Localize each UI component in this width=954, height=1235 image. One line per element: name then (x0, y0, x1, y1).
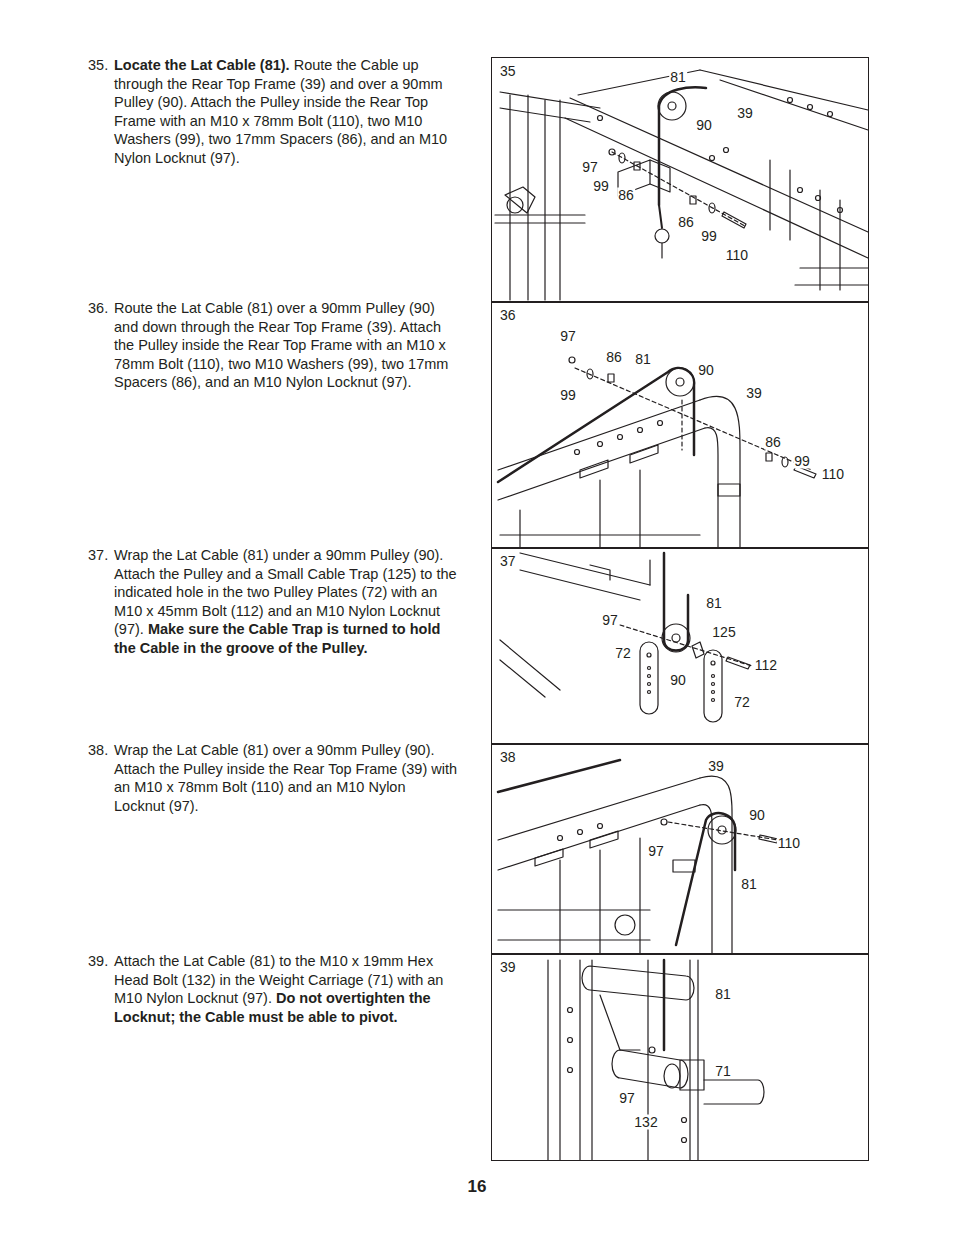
step-panel: 36 (491, 301, 869, 549)
step-panel: 38 (491, 743, 869, 955)
step-35-art (495, 70, 868, 300)
instruction-sentence: Wrap the Lat Cable (81) over a 90mm Pull… (114, 742, 457, 814)
callout-number: 99 (793, 454, 811, 469)
step-37-art (500, 553, 752, 722)
instruction-sentence: Route the Cable up through the Rear Top … (114, 57, 447, 166)
step-label: 35. (88, 56, 108, 75)
step-number: 36 (500, 307, 516, 323)
step-38-art (498, 760, 778, 953)
instruction-text: Wrap the Lat Cable (81) over a 90mm Pull… (114, 741, 460, 815)
callout-number: 71 (714, 1064, 732, 1079)
callout-number: 39 (736, 106, 754, 121)
callout-number: 81 (714, 987, 732, 1002)
callout-number: 110 (777, 836, 801, 851)
instruction-text: Wrap the Lat Cable (81) under a 90mm Pul… (114, 546, 460, 657)
callout-number: 72 (733, 695, 751, 710)
callout-number: 81 (705, 596, 723, 611)
step-39-art (548, 960, 764, 1160)
callout-number: 39 (745, 386, 763, 401)
step-panel: 35 (491, 57, 869, 303)
callout-number: 97 (601, 613, 619, 628)
step-label: 36. (88, 299, 108, 318)
step-panel: 37 (491, 547, 869, 745)
callout-number: 81 (634, 352, 652, 367)
callout-number: 90 (669, 673, 687, 688)
callout-number: 39 (707, 759, 725, 774)
callout-number: 132 (633, 1115, 658, 1130)
callout-number: 86 (605, 350, 623, 365)
instruction-sentence: Route the Lat Cable (81) over a 90mm Pul… (114, 300, 448, 390)
callout-number: 112 (754, 658, 778, 673)
callout-number: 72 (614, 646, 632, 661)
instruction-text: Locate the Lat Cable (81).Route the Cabl… (114, 56, 460, 167)
callout-number: 97 (647, 844, 665, 859)
callout-number: 110 (821, 467, 845, 482)
step-panel: 39 (491, 953, 869, 1161)
step-number: 39 (500, 959, 516, 975)
callout-number: 125 (711, 625, 736, 640)
step-number: 38 (500, 749, 516, 765)
callout-number: 90 (748, 808, 766, 823)
callout-number: 81 (669, 70, 687, 85)
callout-number: 97 (581, 160, 599, 175)
step-36-art (498, 357, 816, 547)
callout-number: 99 (592, 179, 610, 194)
callout-number: 90 (695, 118, 713, 133)
callout-number: 99 (700, 229, 718, 244)
callout-number: 97 (559, 329, 577, 344)
callout-number: 90 (697, 363, 715, 378)
callout-number: 99 (559, 388, 577, 403)
callout-number: 110 (725, 248, 749, 263)
bold-instruction: Make sure the Cable Trap is turned to ho… (114, 621, 440, 656)
bold-instruction: Locate the Lat Cable (81). (114, 57, 290, 73)
instruction-text: Attach the Lat Cable (81) to the M10 x 1… (114, 952, 460, 1026)
callout-number: 81 (740, 877, 758, 892)
step-number: 35 (500, 63, 516, 79)
callout-number: 86 (617, 188, 635, 203)
callout-number: 97 (618, 1091, 636, 1106)
instruction-text: Route the Lat Cable (81) over a 90mm Pul… (114, 299, 460, 392)
step-label: 39. (88, 952, 108, 971)
page-number: 16 (468, 1177, 487, 1197)
callout-number: 86 (677, 215, 695, 230)
step-label: 38. (88, 741, 108, 760)
callout-number: 86 (764, 435, 782, 450)
step-label: 37. (88, 546, 108, 565)
step-number: 37 (500, 553, 516, 569)
